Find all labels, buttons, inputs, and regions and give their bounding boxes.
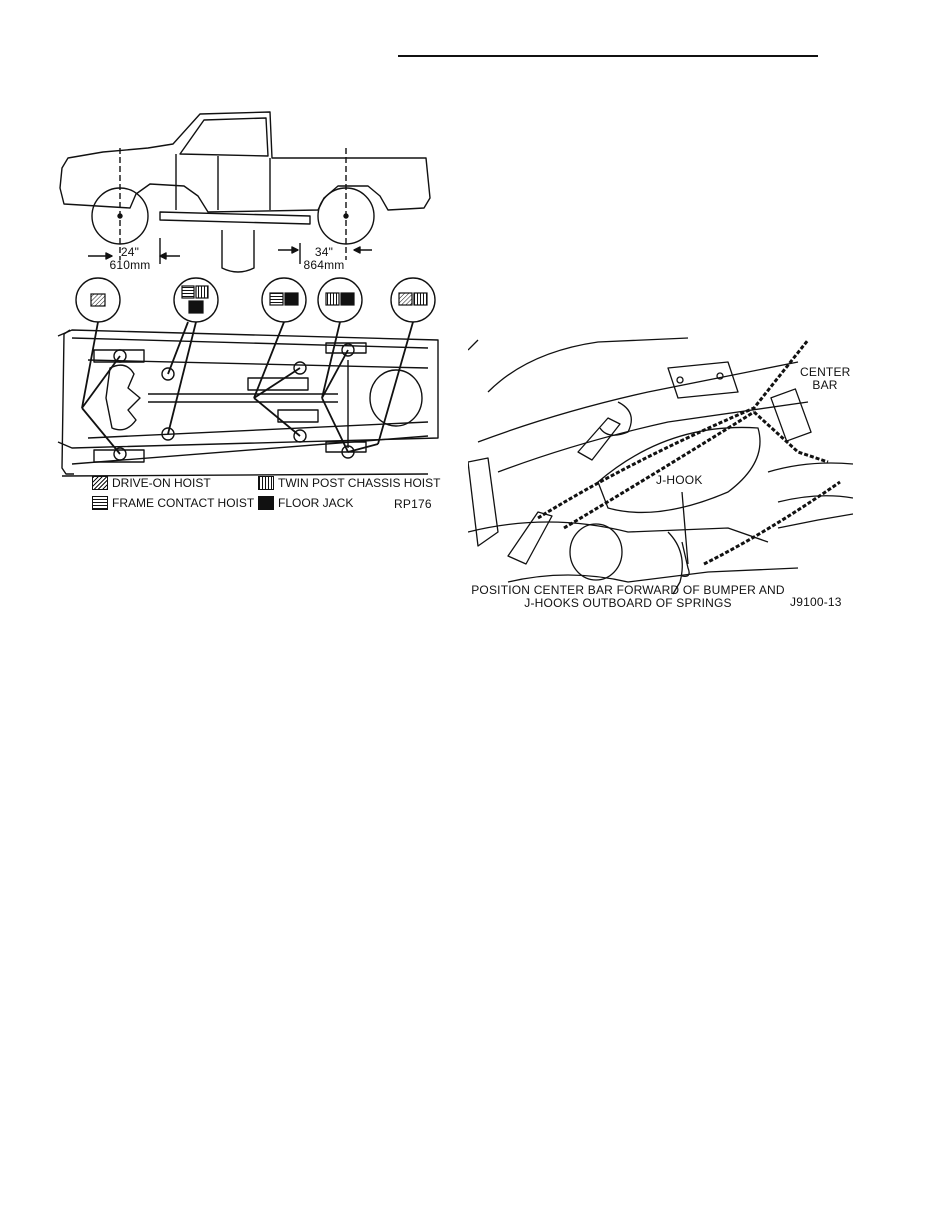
rear-dimension-label: 34" 864mm: [294, 246, 354, 272]
legend-drive-on-hoist: DRIVE-ON HOIST: [92, 476, 211, 490]
callout-drive-on-twin-post: [390, 277, 436, 323]
center-bar-label-line-2: BAR: [812, 378, 838, 392]
hoist-platform: [159, 211, 311, 225]
frame-contact-hoist-swatch: [92, 496, 108, 510]
legend-twin-post-text: TWIN POST CHASSIS HOIST: [278, 476, 441, 490]
hoist-post: [221, 230, 255, 273]
front-dimension-inches: 24": [120, 245, 140, 259]
tow-chains: [537, 339, 841, 566]
truck-body-outline: [59, 111, 431, 213]
center-bar-label: CENTER BAR: [800, 366, 850, 392]
rear-dimension-inches: 34": [314, 245, 334, 259]
j-hook-label: J-HOOK: [656, 473, 703, 487]
truck-cab-window: [179, 117, 269, 157]
legend-twin-post-chassis-hoist: TWIN POST CHASSIS HOIST: [258, 476, 440, 490]
rear-dimension-mm: 864mm: [303, 258, 345, 272]
callout-twin-post-floor-jack: [317, 277, 363, 323]
header-rule: [398, 55, 818, 57]
front-dimension-mm: 610mm: [109, 258, 151, 272]
hoist-lift-points-figure: 24" 610mm 34" 864mm DRIVE-ON HOIST TWIN …: [48, 98, 448, 528]
j-hook-shape: [681, 541, 690, 577]
hoist-figure-id: RP176: [394, 497, 432, 511]
towing-drawing: [468, 337, 853, 595]
bumper-shape: [597, 426, 761, 514]
bracket-plate: [667, 361, 739, 399]
truck-underbody-view: [57, 329, 439, 477]
j-hook-leader: [681, 491, 689, 565]
callout-drive-on-floor-jack: [173, 277, 219, 323]
legend-frame-contact-hoist: FRAME CONTACT HOIST: [92, 496, 254, 510]
drive-on-hoist-swatch: [92, 476, 108, 490]
towing-figure-id: J9100-13: [790, 595, 842, 609]
front-dimension-label: 24" 610mm: [100, 246, 160, 272]
legend-frame-contact-text: FRAME CONTACT HOIST: [112, 496, 255, 510]
legend-floor-jack: FLOOR JACK: [258, 496, 353, 510]
hoist-diagram-drawing: [57, 111, 439, 477]
twin-post-hoist-swatch: [258, 476, 274, 490]
legend-floor-jack-text: FLOOR JACK: [278, 496, 354, 510]
center-bar-bracket: [770, 388, 812, 442]
towing-j-hook-figure: CENTER BAR J-HOOK POSITION CENTER BAR FO…: [468, 332, 853, 622]
legend-drive-on-text: DRIVE-ON HOIST: [112, 476, 211, 490]
center-bar-label-line-1: CENTER: [800, 365, 851, 379]
towing-caption: POSITION CENTER BAR FORWARD OF BUMPER AN…: [468, 584, 788, 610]
callout-frame-contact-floor-jack: [261, 277, 307, 323]
differential: [569, 523, 623, 581]
towing-caption-line-2: J-HOOKS OUTBOARD OF SPRINGS: [524, 596, 732, 610]
towing-caption-line-1: POSITION CENTER BAR FORWARD OF BUMPER AN…: [471, 583, 785, 597]
floor-jack-swatch: [258, 496, 274, 510]
